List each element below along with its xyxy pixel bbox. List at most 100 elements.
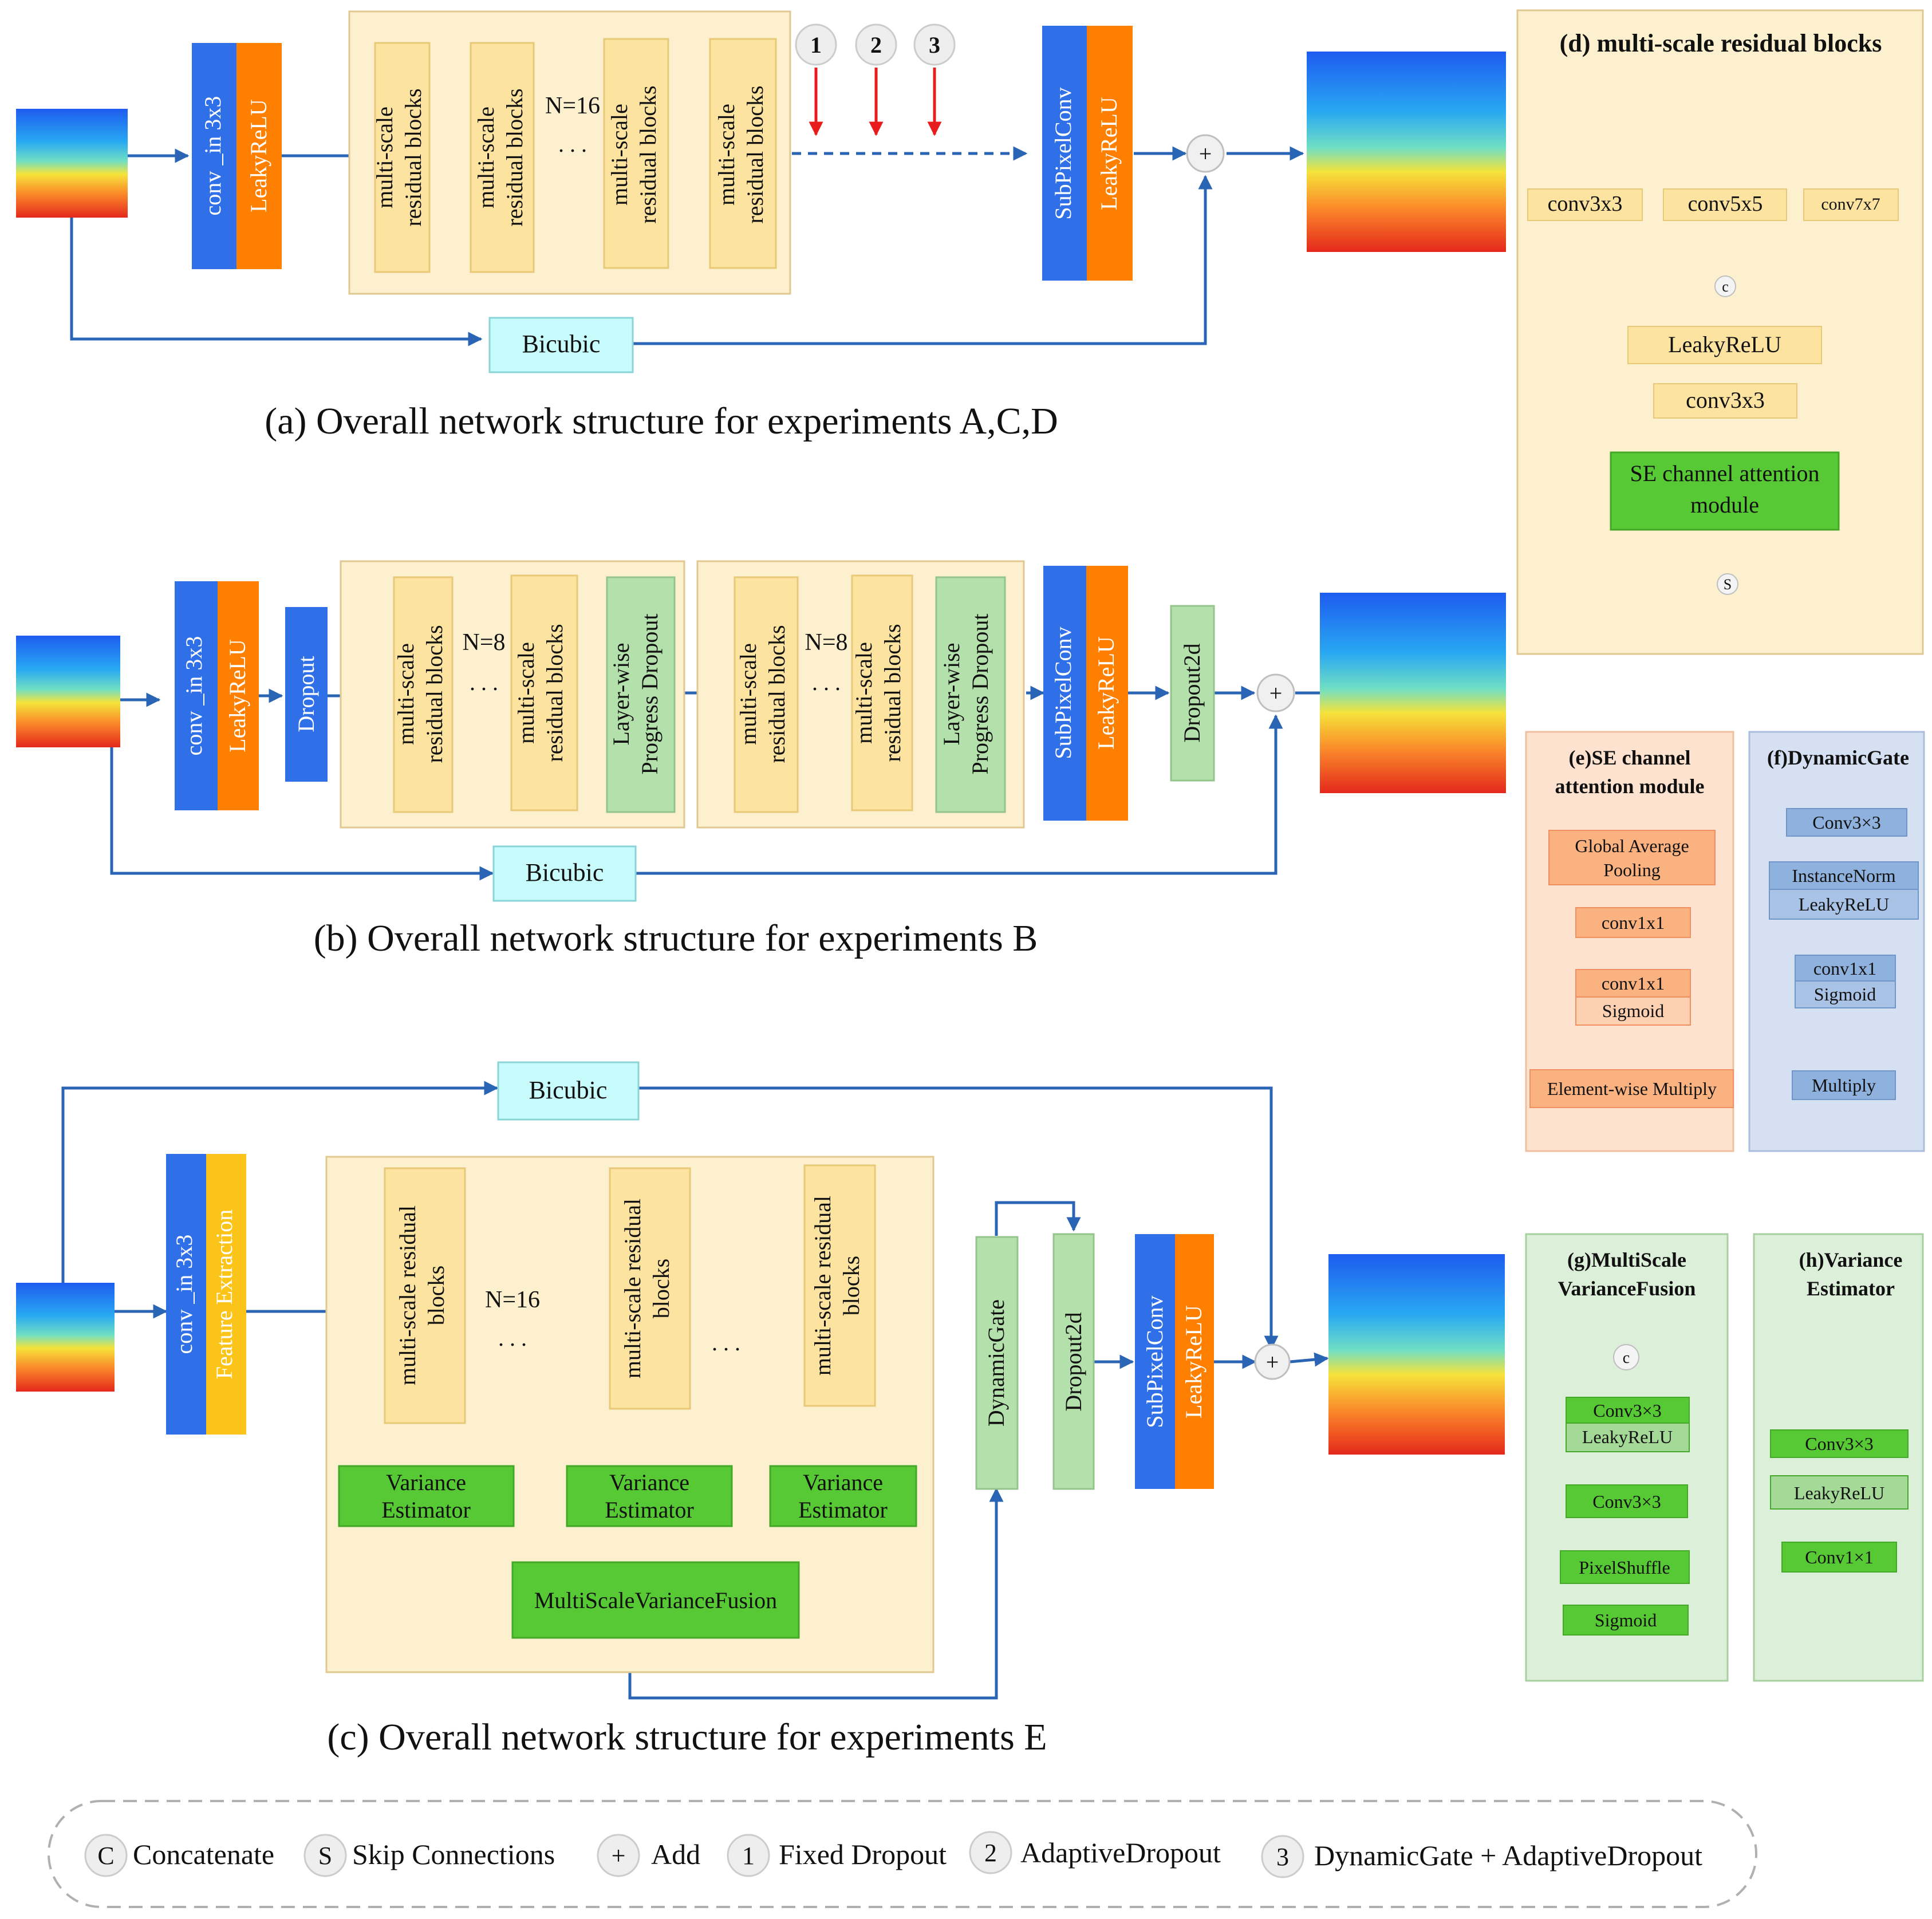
legend-add-symbol: + [612, 1842, 626, 1870]
legend-skip-symbol: S [318, 1842, 332, 1870]
leaky2-label-b: LeakyReLU [1093, 636, 1119, 750]
dropout2d-label-c: Dropout2d [1060, 1312, 1086, 1411]
instnorm-f [1769, 861, 1919, 890]
multiply-f-label: Multiply [1812, 1075, 1876, 1096]
conv7-d-label: conv7x7 [1821, 195, 1880, 214]
instnorm-f-label: InstanceNorm [1792, 865, 1895, 886]
output-image-a [1307, 52, 1506, 252]
bicubic-box-a [488, 317, 634, 373]
subpixel-label-a: SubPixelConv [1050, 87, 1076, 219]
lw-dropout-b2 [935, 576, 1006, 813]
conv5-d [1663, 188, 1787, 221]
caption-b: (b) Overall network structure for experi… [314, 917, 1038, 959]
lw-dropout-b1 [606, 576, 676, 813]
panel-h-title-1: (h)Variance [1799, 1248, 1903, 1271]
res-block-a3 [603, 38, 669, 269]
res-block-a1 [374, 42, 431, 273]
conv-in-label-c: conv _in 3x3 [171, 1235, 197, 1354]
leaky2-block-b [1086, 566, 1128, 821]
sigmoid-f-label: Sigmoid [1814, 984, 1876, 1004]
multiply-f [1792, 1070, 1896, 1100]
ve-c1-l1: Variance [386, 1469, 466, 1495]
msvf-label-c: MultiScaleVarianceFusion [534, 1587, 777, 1613]
conv-in-label-a: conv _in 3x3 [200, 96, 226, 216]
legend-three-symbol: 3 [1276, 1843, 1289, 1871]
legend-two-label: AdaptiveDropout [1020, 1837, 1221, 1869]
dots-b2: . . . [812, 669, 841, 695]
leaky-block-a [236, 43, 282, 269]
se-module-d [1610, 451, 1840, 531]
panel-f: (f)DynamicGate Conv3×3 InstanceNorm Leak… [1748, 731, 1925, 1152]
legend-three-icon [1261, 1835, 1304, 1878]
input-image-b [16, 636, 120, 747]
skip-symbol-d: S [1724, 576, 1732, 593]
output-image-b [1320, 593, 1506, 793]
conv3-f-label: Conv3×3 [1812, 812, 1880, 833]
legend-skip-icon [303, 1834, 347, 1877]
res-c1-l2: blocks [423, 1266, 449, 1325]
bicubic-box-c [497, 1061, 640, 1121]
res-c1-l1: multi-scale residual [395, 1205, 420, 1385]
legend-one-label: Fixed Dropout [779, 1838, 947, 1870]
res-b4-l1: multi-scale [851, 642, 877, 744]
conv3b-d-label: conv3x3 [1686, 387, 1765, 413]
legend-three-label: DynamicGate + AdaptiveDropout [1314, 1839, 1702, 1871]
legend-concat-icon [84, 1834, 128, 1877]
conv3-g-label: Conv3×3 [1593, 1400, 1661, 1421]
n-label-b2: N=8 [805, 629, 847, 656]
panel-g-title-2: VarianceFusion [1558, 1277, 1696, 1300]
res-block-b1 [393, 576, 454, 813]
dynamicgate-label-c: DynamicGate [983, 1299, 1009, 1427]
legend-frame [48, 1800, 1757, 1908]
n-label-a: N=16 [545, 93, 600, 119]
res-a2-l1: multi-scale [473, 107, 499, 208]
res-a3-l1: multi-scale [606, 104, 632, 206]
multiply-e-label: Element-wise Multiply [1547, 1078, 1717, 1099]
res-b4-l2: residual blocks [880, 624, 905, 762]
subpixel-label-c: SubPixelConv [1142, 1295, 1168, 1428]
msvf-box-c [511, 1561, 800, 1639]
res-b2-l2: residual blocks [542, 624, 567, 762]
caption-a: (a) Overall network structure for experi… [265, 400, 1058, 442]
subpixel-label-b: SubPixelConv [1050, 626, 1076, 759]
legend-add-icon [597, 1834, 640, 1877]
res-a3-l2: residual blocks [635, 85, 661, 223]
panel-f-title: (f)DynamicGate [1767, 746, 1909, 769]
res-b3-l1: multi-scale [735, 643, 761, 745]
dots-c2: . . . [712, 1330, 740, 1355]
res-block-c2 [609, 1167, 691, 1410]
skip-node-d [1717, 573, 1738, 595]
conv1-h [1781, 1542, 1897, 1573]
feature-block-c [206, 1154, 246, 1435]
res-block-b3 [734, 576, 799, 813]
legend-concat-symbol: C [97, 1842, 114, 1870]
dynamicgate-block-c [975, 1236, 1019, 1490]
conv3-d [1527, 188, 1643, 221]
legend-one-symbol: 1 [742, 1842, 755, 1870]
res-block-c3 [803, 1164, 876, 1407]
svg-text:1: 1 [810, 32, 822, 58]
marker-2: 2 [855, 23, 897, 136]
se-d-l1: SE channel attention [1630, 460, 1819, 486]
add-symbol-c: + [1266, 1349, 1279, 1375]
leaky-h [1770, 1475, 1909, 1510]
res-block-a4 [709, 38, 777, 269]
concat-node-d [1714, 275, 1736, 297]
input-image-a [16, 109, 128, 218]
lw-b2-l1: Layer-wise [939, 643, 964, 745]
output-image-c [1328, 1254, 1505, 1455]
res-a1-l1: multi-scale [372, 107, 397, 208]
svg-text:3: 3 [929, 32, 940, 58]
concat-symbol-d: c [1722, 278, 1729, 295]
leaky-g-label: LeakyReLU [1582, 1427, 1673, 1447]
legend: C Concatenate S Skip Connections + Add 1… [48, 1800, 1757, 1908]
res-block-b2 [510, 574, 578, 811]
bicubic-label-c: Bicubic [529, 1076, 608, 1104]
add-node-b [1256, 673, 1295, 712]
res-c2-l2: blocks [648, 1259, 674, 1318]
dots-c1: . . . [498, 1325, 527, 1351]
panel-g: (g)MultiScale VarianceFusion c Conv3×3 L… [1525, 1233, 1729, 1682]
conv5-d-label: conv5x5 [1688, 192, 1763, 216]
res-c3-l1: multi-scale residual [810, 1196, 835, 1376]
